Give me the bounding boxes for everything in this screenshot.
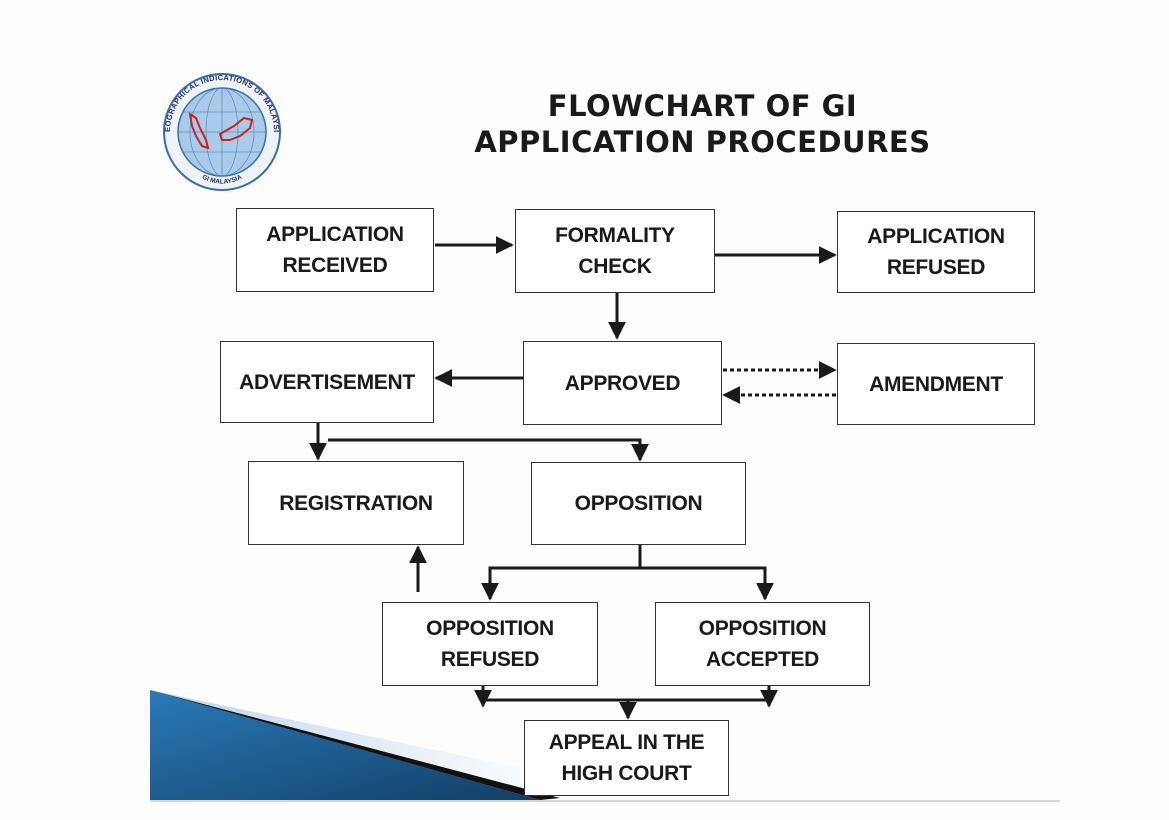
map-borneo <box>218 116 254 141</box>
node-opposition-refused: OPPOSITION REFUSED <box>382 602 598 686</box>
title-line-1: FLOWCHART OF GI <box>547 89 858 123</box>
node-application-refused: APPLICATION REFUSED <box>837 211 1035 293</box>
node-application-received: APPLICATION RECEIVED <box>236 208 434 292</box>
arrow-opposition-to-accepted <box>640 566 774 601</box>
node-opposition-accepted: OPPOSITION ACCEPTED <box>655 602 870 686</box>
arrow-advertisement-to-opposition <box>328 438 649 462</box>
page-title: FLOWCHART OF GI APPLICATION PROCEDURES <box>430 88 975 160</box>
node-approved: APPROVED <box>523 341 722 425</box>
node-appeal-high-court: APPEAL IN THE HIGH COURT <box>524 720 729 796</box>
node-advertisement: ADVERTISEMENT <box>220 341 434 423</box>
node-amendment: AMENDMENT <box>837 343 1035 425</box>
gi-malaysia-logo: GEOGRAPHICAL INDICATIONS OF MALAYSIA GI … <box>156 70 281 191</box>
node-formality-check: FORMALITY CHECK <box>515 209 715 293</box>
node-opposition: OPPOSITION <box>531 462 746 545</box>
map-peninsular <box>188 111 210 150</box>
arrow-opposition-to-refused <box>481 566 640 601</box>
decor-black-wedge <box>150 690 560 800</box>
title-line-2: APPLICATION PROCEDURES <box>474 125 931 159</box>
node-registration: REGISTRATION <box>248 461 464 545</box>
